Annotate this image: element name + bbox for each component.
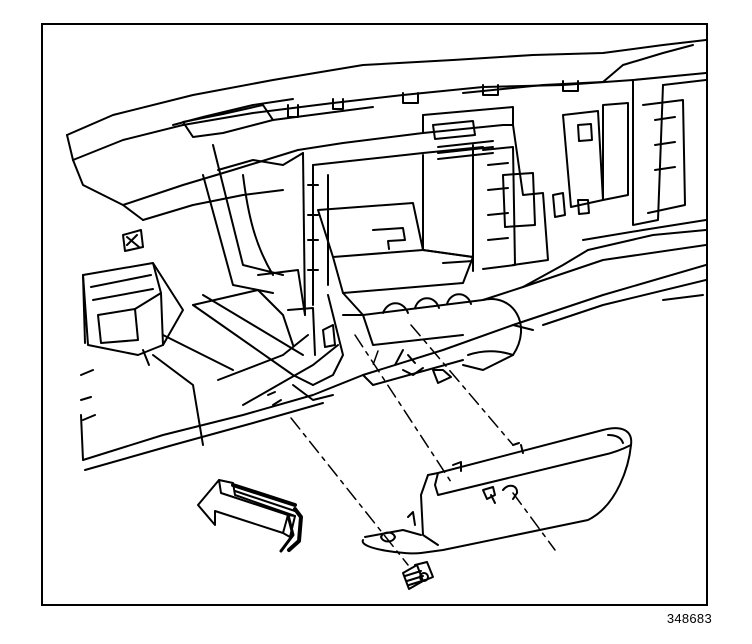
figure-number: 348683 <box>666 611 712 626</box>
instrument-panel-diagram <box>66 39 706 590</box>
left-panel-section <box>72 144 364 446</box>
glove-box-opening <box>297 106 589 384</box>
glove-box-door <box>361 427 633 555</box>
alignment-lines <box>290 324 556 566</box>
lower-trim-rail <box>80 219 706 471</box>
front-arrow-icon <box>197 479 303 553</box>
instrument-panel-carrier <box>66 39 706 226</box>
screw-fastener <box>402 561 434 590</box>
illustration-frame <box>41 23 708 606</box>
